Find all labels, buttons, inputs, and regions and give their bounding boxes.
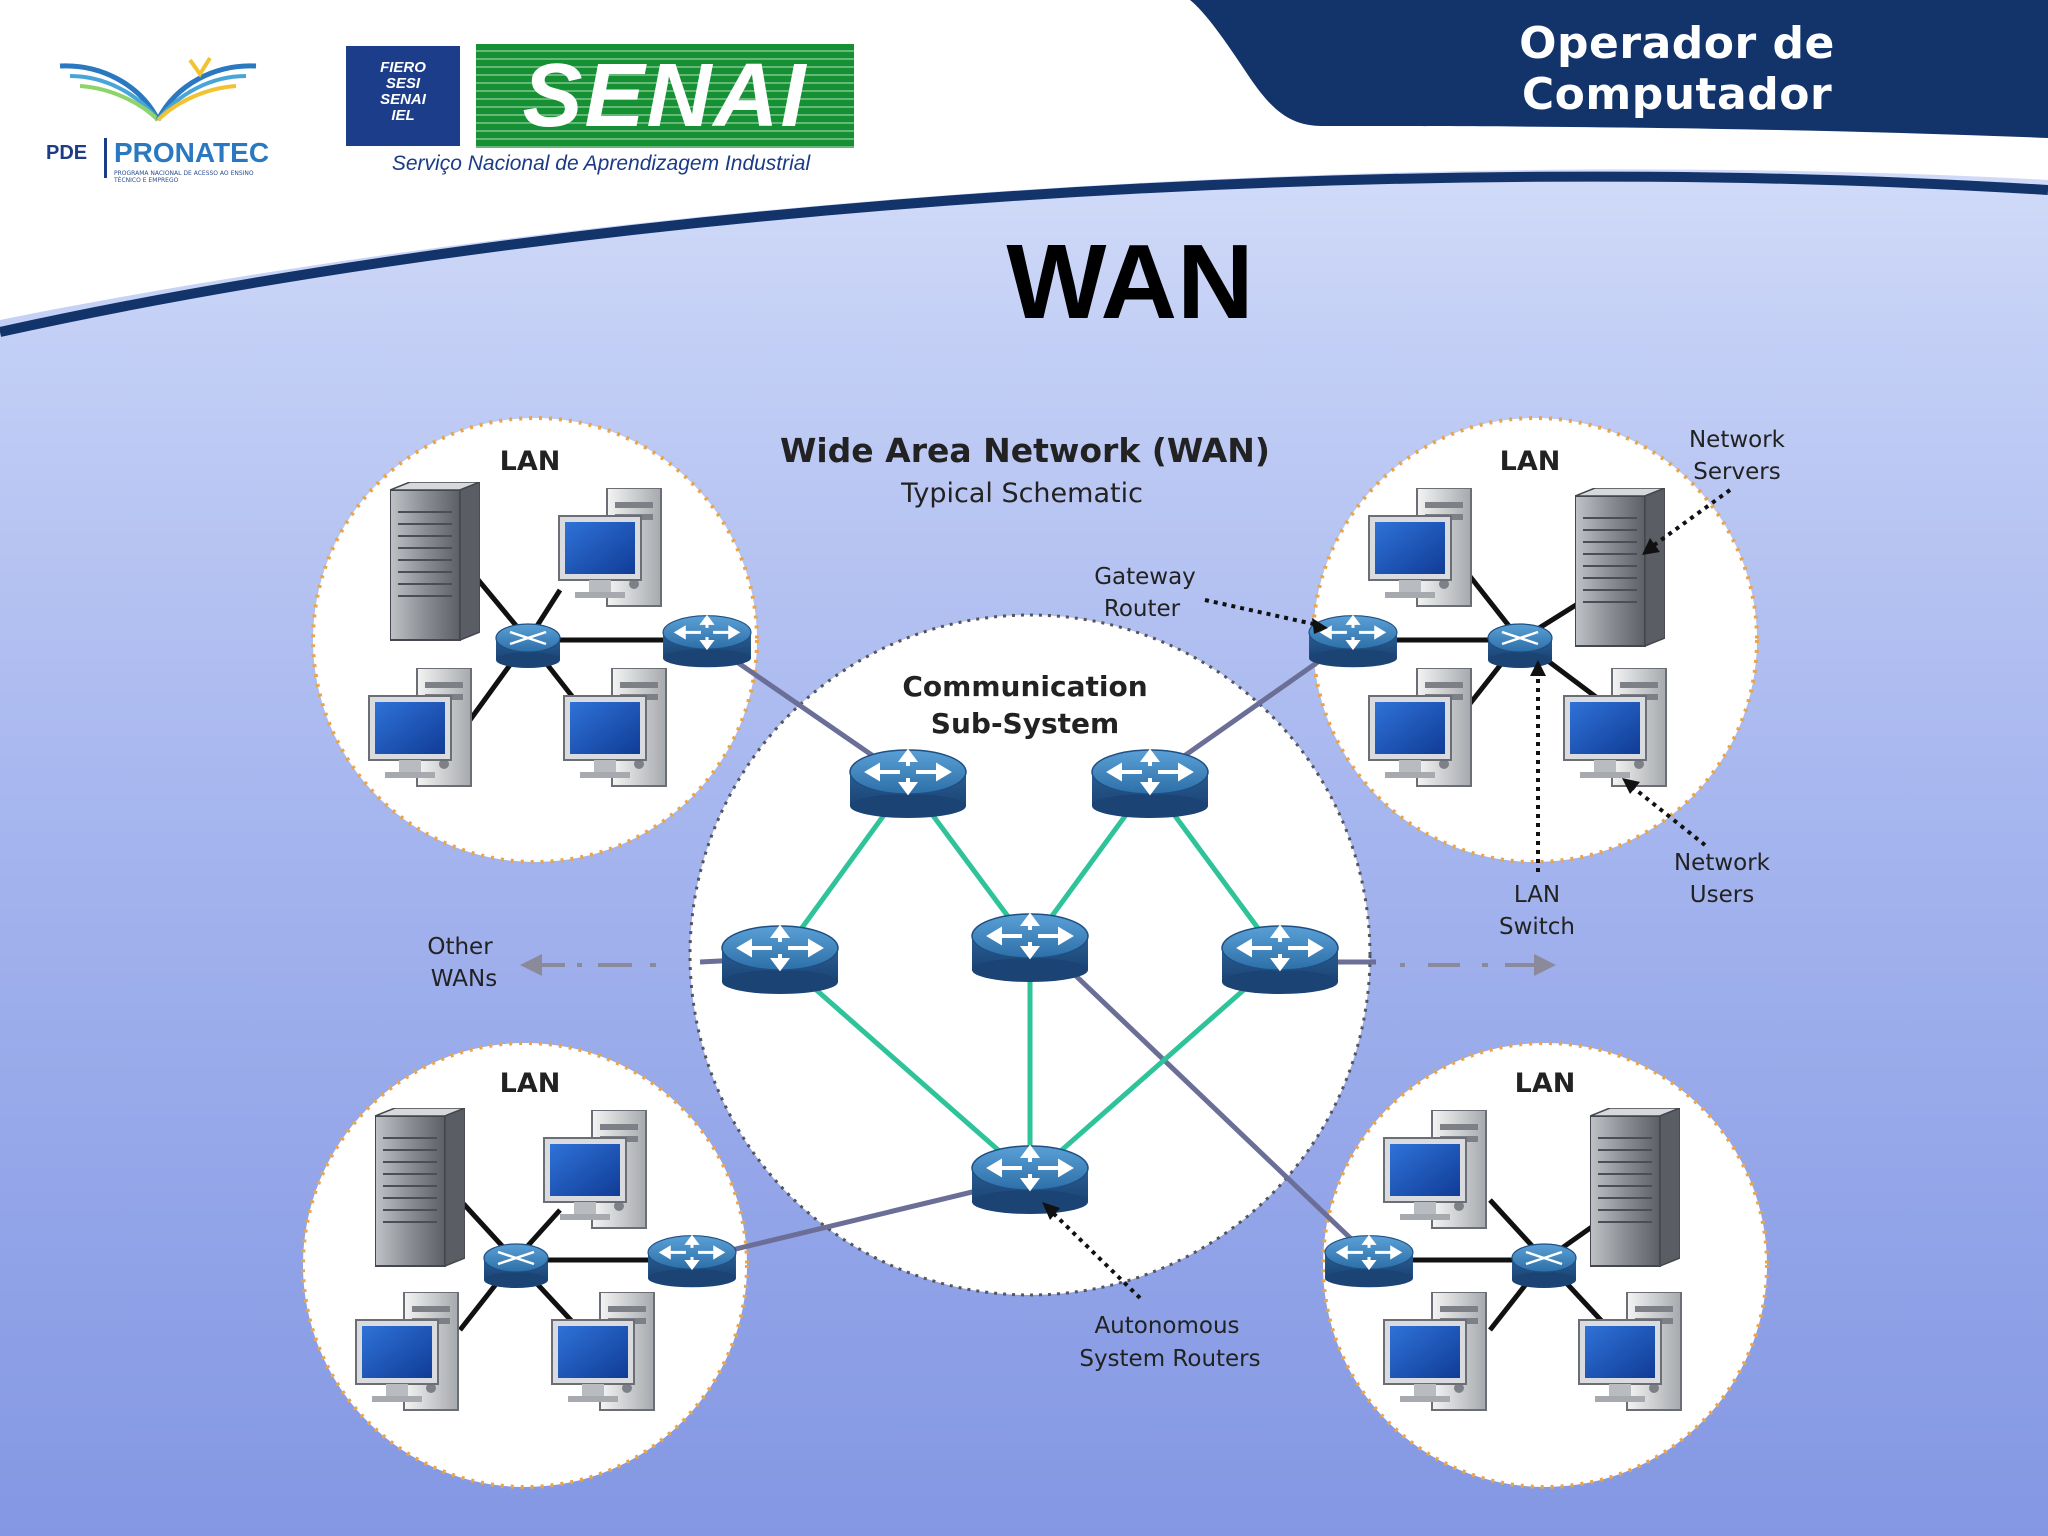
slide-title: WAN xyxy=(1006,223,1254,341)
pronatec-subtitle: PROGRAMA NACIONAL DE ACESSO AO ENSINO TÉ… xyxy=(114,170,254,184)
header-swoosh-line xyxy=(0,171,2048,337)
pde-text: PDE xyxy=(46,142,88,164)
lan-switch-icon xyxy=(482,1242,550,1290)
gateway-pointer xyxy=(1204,598,1319,627)
senai-subtitle: Serviço Nacional de Aprendizagem Industr… xyxy=(391,152,811,175)
communication-label-line1: Communication xyxy=(902,670,1147,703)
fiero-line: IEL xyxy=(391,107,415,124)
wan-link xyxy=(1073,973,1370,1257)
servers-label-line1: Network xyxy=(1689,427,1786,453)
lan-label: LAN xyxy=(500,1068,561,1099)
gateway-label-line2: Router xyxy=(1104,596,1181,622)
core-router-icon xyxy=(972,1146,1088,1214)
network-server-icon xyxy=(1590,1108,1680,1267)
core-router-icon xyxy=(972,914,1088,982)
gateway-router-icon xyxy=(1307,614,1399,668)
course-title: Operador de Computador xyxy=(1519,18,1835,120)
servers-label-line2: Servers xyxy=(1693,459,1780,485)
fiero-line: SESI xyxy=(385,75,421,92)
pronatec-divider xyxy=(104,138,107,178)
lan-label: LAN xyxy=(1515,1068,1576,1099)
network-server-icon xyxy=(1575,488,1665,647)
users-label-line1: Network xyxy=(1674,850,1771,876)
fiero-line: SENAI xyxy=(380,91,426,108)
asr-label-line1: Autonomous xyxy=(1094,1313,1239,1339)
asr-label-line2: System Routers xyxy=(1079,1346,1260,1372)
lan-switch-icon xyxy=(1510,1242,1578,1290)
core-router-icon xyxy=(850,750,966,818)
users-label-line2: Users xyxy=(1690,882,1754,908)
core-link xyxy=(778,956,1032,1180)
core-link xyxy=(1028,956,1282,1180)
fiero-line: FIERO xyxy=(380,59,426,76)
core-router-icon xyxy=(722,926,838,994)
diagram-title: Wide Area Network (WAN) xyxy=(780,431,1270,470)
users-pointer xyxy=(1628,783,1707,847)
network-server-icon xyxy=(375,1108,465,1267)
switch-label-line1: LAN xyxy=(1514,882,1560,908)
senai-logo: SENAI xyxy=(476,44,854,148)
servers-pointer xyxy=(1648,488,1732,550)
other-wans-label-line2: WANs xyxy=(431,966,497,992)
other-wans-label-line1: Other xyxy=(427,934,493,960)
pronatec-text: PRONATEC xyxy=(114,137,270,168)
lan-switch-icon xyxy=(1486,622,1554,670)
core-router-icon xyxy=(1092,750,1208,818)
switch-label-line2: Switch xyxy=(1499,914,1575,940)
communication-label-line2: Sub-System xyxy=(931,707,1119,740)
annotation-arrowheads xyxy=(1042,538,1660,1220)
network-server-icon xyxy=(390,482,480,641)
lan-switch-icon xyxy=(494,622,562,670)
core-router-icon xyxy=(1222,926,1338,994)
fiero-logo: FIERO SESI SENAI IEL xyxy=(346,46,460,146)
gateway-router-icon xyxy=(1323,1234,1415,1288)
pronatec-logo: PDE PRONATEC PROGRAMA NACIONAL DE ACESSO… xyxy=(40,54,280,194)
other-wans-arrowheads xyxy=(520,954,1556,976)
annotation-pointers xyxy=(1048,488,1732,1300)
lan-label: LAN xyxy=(1500,446,1561,477)
diagram-subtitle: Typical Schematic xyxy=(900,478,1143,509)
gateway-router-icon xyxy=(646,1234,738,1288)
gateway-router-icon xyxy=(661,614,753,668)
asr-pointer xyxy=(1048,1208,1142,1300)
pronatec-book-icon xyxy=(59,56,257,122)
gateway-label-line1: Gateway xyxy=(1094,564,1196,590)
senai-wordmark: SENAI xyxy=(522,46,808,146)
header-navy-tab xyxy=(1190,0,2048,138)
lan-label: LAN xyxy=(500,446,561,477)
